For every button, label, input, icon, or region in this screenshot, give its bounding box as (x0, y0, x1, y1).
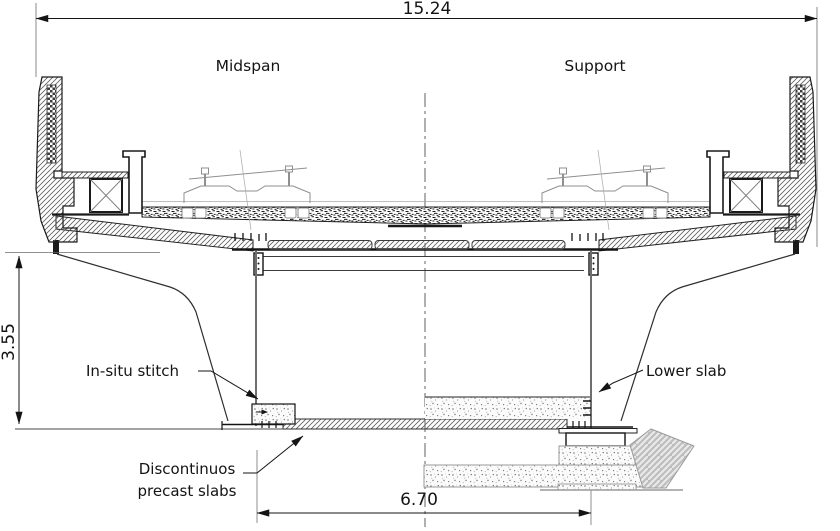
callout-label-precast-line2: precast slabs (137, 482, 236, 500)
deck-edge-dam-left (53, 240, 59, 254)
track-section-line-right (597, 149, 610, 231)
dimension-web-spacing: 6.70 (256, 450, 592, 523)
cable-conduits (181, 207, 668, 219)
leader-line (598, 369, 644, 393)
ballast-bed (141, 201, 711, 225)
walkway-slab-left (61, 171, 129, 179)
callout-label-in-situ-stitch: In-situ stitch (86, 362, 179, 380)
cross-brace-icon (729, 178, 763, 213)
callout-lower-slab: Lower slab (598, 362, 726, 393)
deck-edge-dam-right (793, 240, 799, 254)
lower-precast-slab-strip (282, 418, 568, 430)
callout-in-situ-stitch: In-situ stitch (86, 362, 259, 400)
walkway-slab-right (723, 171, 791, 179)
service-duct-right (729, 178, 763, 213)
section-label-support: Support (564, 57, 625, 75)
deck-cantilever-left (55, 215, 254, 252)
shear-studs-top (234, 233, 604, 241)
leveling-pad (557, 483, 637, 491)
bearing-pedestal (558, 445, 636, 466)
stitch-studs (261, 421, 277, 428)
leader-line (198, 370, 259, 400)
cross-frame (253, 252, 599, 276)
cross-brace-icon (89, 178, 123, 213)
callout-label-precast-line1: Discontinuos (139, 460, 236, 478)
upper-precast-panels (267, 240, 566, 250)
track-right (541, 149, 669, 231)
parapet-right (774, 76, 817, 243)
bolts (257, 257, 595, 270)
dimension-girder-height: 3.55 (0, 252, 160, 425)
track-units (181, 149, 669, 231)
in-situ-stitch-block (251, 403, 296, 428)
ballast-layer (141, 206, 711, 225)
callout-label-lower-slab: Lower slab (646, 362, 726, 380)
bottom-flange-assembly (15, 396, 633, 430)
support-substructure (423, 428, 695, 491)
deck-cantilever-right (598, 215, 797, 252)
parapet-left-body (35, 76, 78, 243)
parapet-right-insert (795, 84, 806, 164)
parapet-left-insert (46, 84, 57, 164)
web-studs-horizontal (583, 400, 591, 416)
outer-web-right (620, 253, 796, 422)
derailment-guard-right (706, 150, 730, 214)
parapet-left (35, 76, 78, 243)
dimension-value-overall-width: 15.24 (403, 0, 452, 19)
leader-line (243, 435, 304, 474)
bearing-block (565, 432, 626, 447)
service-duct-left (89, 178, 123, 213)
stitch-arrow-icon (261, 409, 268, 415)
derailment-guard-left (122, 150, 146, 214)
wing-wall (629, 428, 695, 489)
callout-precast-slabs: Discontinuos precast slabs (137, 435, 304, 500)
section-label-midspan: Midspan (216, 57, 281, 75)
parapet-right-body (774, 76, 817, 243)
dimension-overall-width: 15.24 (35, 0, 818, 77)
outer-web-left (56, 253, 229, 422)
dimension-value-web-spacing: 6.70 (400, 490, 438, 510)
track-left (183, 149, 311, 231)
dimension-value-girder-height: 3.55 (0, 323, 19, 361)
lower-slab-block (425, 396, 591, 428)
track-section-line-left (239, 149, 252, 231)
